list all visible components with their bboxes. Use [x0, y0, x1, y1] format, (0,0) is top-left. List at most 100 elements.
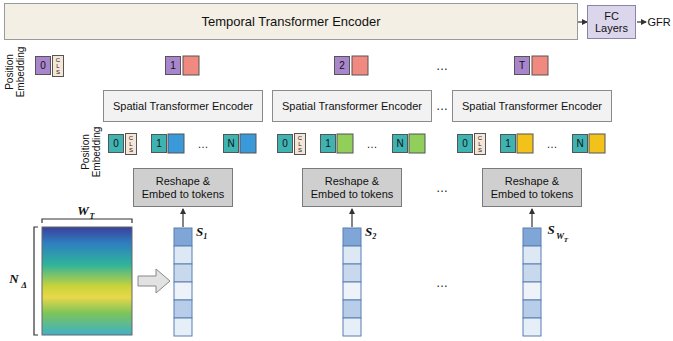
position-token: T	[514, 56, 530, 75]
token-embedding	[240, 134, 256, 153]
node-text: 0	[40, 60, 46, 71]
cls-token: CLS	[52, 55, 64, 77]
vector-cell	[174, 300, 192, 318]
node-text: N	[396, 138, 403, 149]
annotation: T	[90, 212, 95, 221]
process-box: Reshape & Embed to tokens	[482, 168, 582, 207]
node-text: N	[227, 138, 234, 149]
node-text: 2	[339, 60, 345, 71]
token-embedding	[589, 134, 605, 153]
token-embedding	[183, 56, 199, 75]
node-text: CLS	[128, 135, 134, 153]
node-text: Spatial Transformer Encoder	[462, 100, 602, 112]
position-token: 2	[334, 56, 350, 75]
node-text: Spatial Transformer Encoder	[113, 100, 253, 112]
node-text: 0	[113, 138, 119, 149]
vector-cell	[343, 282, 361, 300]
token-embedding	[409, 134, 425, 153]
fc-box: FC Layers	[587, 5, 636, 39]
encoder-box: Spatial Transformer Encoder	[272, 90, 432, 122]
annotation: Δ	[21, 280, 27, 290]
node-text: 1	[170, 60, 176, 71]
node-text: Spatial Transformer Encoder	[282, 100, 422, 112]
vector-cell	[174, 282, 192, 300]
arrow	[182, 209, 183, 227]
vector-cell	[174, 318, 192, 336]
axis-label: Position Embedding	[80, 123, 102, 181]
vector-cell	[523, 228, 541, 246]
cls-token: CLS	[474, 133, 486, 155]
process-box: Reshape & Embed to tokens	[302, 168, 402, 207]
node-text: 1	[505, 138, 511, 149]
connector	[578, 21, 587, 22]
vector-cell	[523, 300, 541, 318]
annotation: S₂	[365, 224, 377, 240]
encoder-box: Spatial Transformer Encoder	[103, 90, 263, 122]
position-token: 1	[320, 134, 336, 153]
heatmap	[42, 227, 132, 335]
node-text: Reshape & Embed to tokens	[311, 175, 394, 200]
vectors	[174, 228, 541, 336]
annotation: S₁	[196, 224, 208, 240]
position-token: 1	[151, 134, 167, 153]
process-box: Reshape & Embed to tokens	[133, 168, 233, 207]
big-arrow	[138, 269, 170, 293]
vector-cell	[523, 264, 541, 282]
token-embedding	[517, 134, 533, 153]
encoder-box: Temporal Transformer Encoder	[4, 3, 578, 40]
annotation: W	[77, 203, 89, 219]
annotation: S	[547, 222, 554, 238]
vector-cell	[343, 264, 361, 282]
bracket	[42, 219, 132, 223]
node-text: Reshape & Embed to tokens	[491, 175, 574, 200]
vector-cell	[174, 264, 192, 282]
arrow	[637, 21, 646, 22]
node-text: N	[576, 138, 583, 149]
position-token: 0	[277, 134, 293, 153]
vector-cell	[174, 246, 192, 264]
encoder-box: Spatial Transformer Encoder	[452, 90, 612, 122]
annotation: GFR	[647, 16, 670, 28]
axis-label: Position Embedding	[4, 43, 26, 101]
token-embedding	[168, 134, 184, 153]
annotation: …	[436, 181, 448, 195]
node-text: 0	[462, 138, 468, 149]
position-token: 1	[165, 56, 181, 75]
token-embedding	[352, 56, 368, 75]
annotation: …	[198, 138, 209, 150]
vector-cell	[343, 228, 361, 246]
node-text: T	[519, 60, 525, 71]
vector-cell	[343, 300, 361, 318]
vector-cell	[523, 318, 541, 336]
annotation: …	[436, 59, 448, 73]
node-text: CLS	[297, 135, 303, 153]
node-text: 1	[325, 138, 331, 149]
position-token: 0	[108, 134, 124, 153]
arrow	[351, 209, 352, 227]
token-embedding	[337, 134, 353, 153]
cls-token: CLS	[294, 133, 306, 155]
node-text: CLS	[55, 57, 61, 75]
node-text: 1	[156, 138, 162, 149]
node-text: CLS	[477, 135, 483, 153]
annotation: …	[436, 276, 448, 290]
annotation: T	[564, 236, 568, 244]
position-token: 0	[457, 134, 473, 153]
annotation: W	[556, 231, 564, 241]
cls-token: CLS	[125, 133, 137, 155]
token-embedding	[532, 56, 548, 75]
annotation: …	[547, 138, 558, 150]
vector-cell	[523, 246, 541, 264]
annotation: …	[436, 99, 448, 113]
node-text: 0	[282, 138, 288, 149]
position-token: 0	[35, 56, 51, 75]
annotation: …	[367, 138, 378, 150]
vector-cell	[343, 246, 361, 264]
position-token: N	[572, 134, 588, 153]
vector-cell	[174, 228, 192, 246]
vector-cell	[343, 318, 361, 336]
annotation: N	[9, 271, 18, 287]
node-text: FC Layers	[595, 10, 628, 34]
position-token: 1	[500, 134, 516, 153]
